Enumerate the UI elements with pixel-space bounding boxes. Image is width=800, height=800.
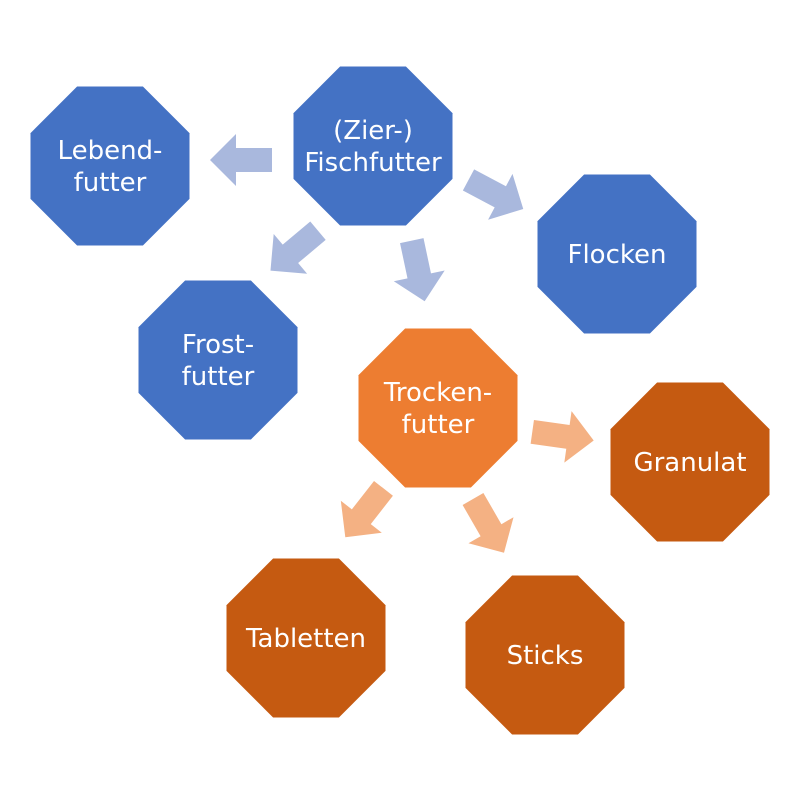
node-trockenfutter: Trocken-futter <box>358 328 518 488</box>
arrow-fischfutter-to-frostfutter <box>270 221 326 274</box>
node-frostfutter-shape <box>138 280 298 440</box>
node-sticks-shape <box>465 575 625 735</box>
node-trockenfutter-label: futter <box>402 410 475 440</box>
node-frostfutter-label: futter <box>182 362 255 392</box>
node-sticks: Sticks <box>465 575 625 735</box>
arrow-fischfutter-to-flocken <box>462 169 524 220</box>
node-lebendfutter-shape <box>30 86 190 246</box>
node-lebendfutter-label: Lebend- <box>58 136 163 166</box>
arrow-trockenfutter-to-sticks <box>462 493 514 553</box>
arrow-trockenfutter-to-tabletten <box>340 480 393 538</box>
node-frostfutter-label: Frost- <box>182 330 254 360</box>
arrow-shape <box>530 411 594 463</box>
node-flocken-shape <box>537 174 697 334</box>
node-tabletten: Tabletten <box>226 558 386 718</box>
node-frostfutter: Frost-futter <box>138 280 298 440</box>
node-lebendfutter: Lebend-futter <box>30 86 190 246</box>
arrow-shape <box>393 238 445 302</box>
node-flocken: Flocken <box>537 174 697 334</box>
node-granulat: Granulat <box>610 382 770 542</box>
node-fischfutter: (Zier-)Fischfutter <box>293 66 453 226</box>
arrow-shape <box>270 221 326 274</box>
arrow-fischfutter-to-lebendfutter <box>210 134 272 186</box>
node-fischfutter-shape <box>293 66 453 226</box>
node-tabletten-shape <box>226 558 386 718</box>
node-trockenfutter-shape <box>358 328 518 488</box>
arrow-shape <box>210 134 272 186</box>
arrow-fischfutter-to-trockenfutter <box>393 238 445 302</box>
node-lebendfutter-label: futter <box>74 168 147 198</box>
node-sticks-label: Sticks <box>507 641 584 671</box>
arrows-layer <box>210 134 594 553</box>
node-fischfutter-label: Fischfutter <box>304 148 442 178</box>
node-granulat-label: Granulat <box>633 448 746 478</box>
arrow-shape <box>340 480 393 538</box>
arrow-trockenfutter-to-granulat <box>530 411 594 463</box>
node-trockenfutter-label: Trocken- <box>383 378 492 408</box>
node-fischfutter-label: (Zier-) <box>333 116 413 146</box>
node-granulat-shape <box>610 382 770 542</box>
node-tabletten-label: Tabletten <box>245 624 366 654</box>
arrow-shape <box>462 169 524 220</box>
node-flocken-label: Flocken <box>568 240 667 270</box>
arrow-shape <box>462 493 514 553</box>
nodes-layer: (Zier-)FischfutterLebend-futterFlockenFr… <box>30 66 770 735</box>
